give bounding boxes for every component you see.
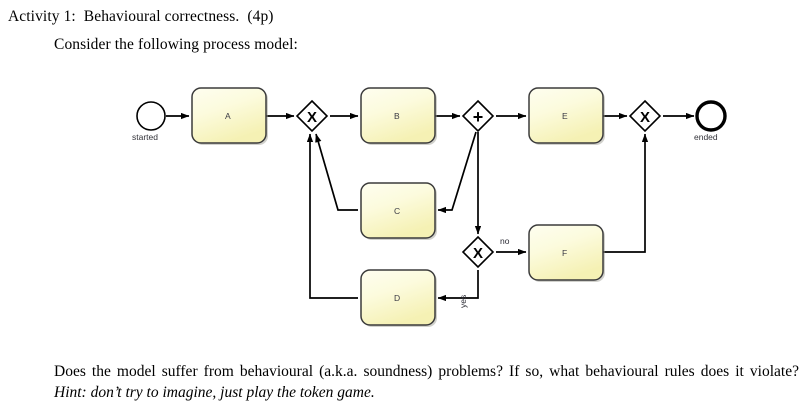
xor-glyph: X [307, 109, 317, 126]
task-B[interactable] [360, 87, 437, 145]
start-event[interactable] [136, 101, 166, 131]
xor-glyph: X [473, 245, 483, 262]
question-hint: Hint: don’t try to imagine, just play th… [54, 384, 375, 401]
event-shapes [136, 100, 727, 132]
flow-and-to-C [437, 131, 477, 214]
flow-F-to-xor3 [603, 133, 649, 253]
flow-D-to-xor1 [306, 133, 358, 299]
flow-xor2-yes-to-D [437, 270, 479, 302]
task-D[interactable] [360, 269, 437, 327]
task-C[interactable] [360, 182, 437, 240]
activity-subtitle: Consider the following process model: [54, 36, 298, 53]
gateway-xor-split-2[interactable]: X [461, 235, 495, 269]
bpmn-diagram: X + X X star [0, 70, 811, 350]
task-A[interactable] [191, 87, 268, 145]
xor-glyph: X [640, 109, 650, 126]
end-event[interactable] [695, 100, 727, 132]
question-text: Does the model suffer from behavioural (… [54, 361, 799, 403]
gateway-and-split[interactable]: + [461, 99, 495, 133]
flow-C-to-xor1 [315, 133, 358, 211]
and-glyph: + [473, 107, 484, 127]
gateway-xor-join-3[interactable]: X [628, 99, 662, 133]
question-main: Does the model suffer from behavioural (… [54, 363, 799, 380]
activity-title: Activity 1: Behavioural correctness. (4p… [8, 8, 274, 25]
task-E[interactable] [528, 87, 605, 145]
task-shapes [191, 87, 605, 327]
gateway-xor-join-1[interactable]: X [295, 99, 329, 133]
task-F[interactable] [528, 224, 605, 282]
gateway-shapes: X + X X [295, 99, 662, 269]
bpmn-canvas: X + X X [136, 87, 727, 327]
sequence-flows [166, 112, 695, 302]
